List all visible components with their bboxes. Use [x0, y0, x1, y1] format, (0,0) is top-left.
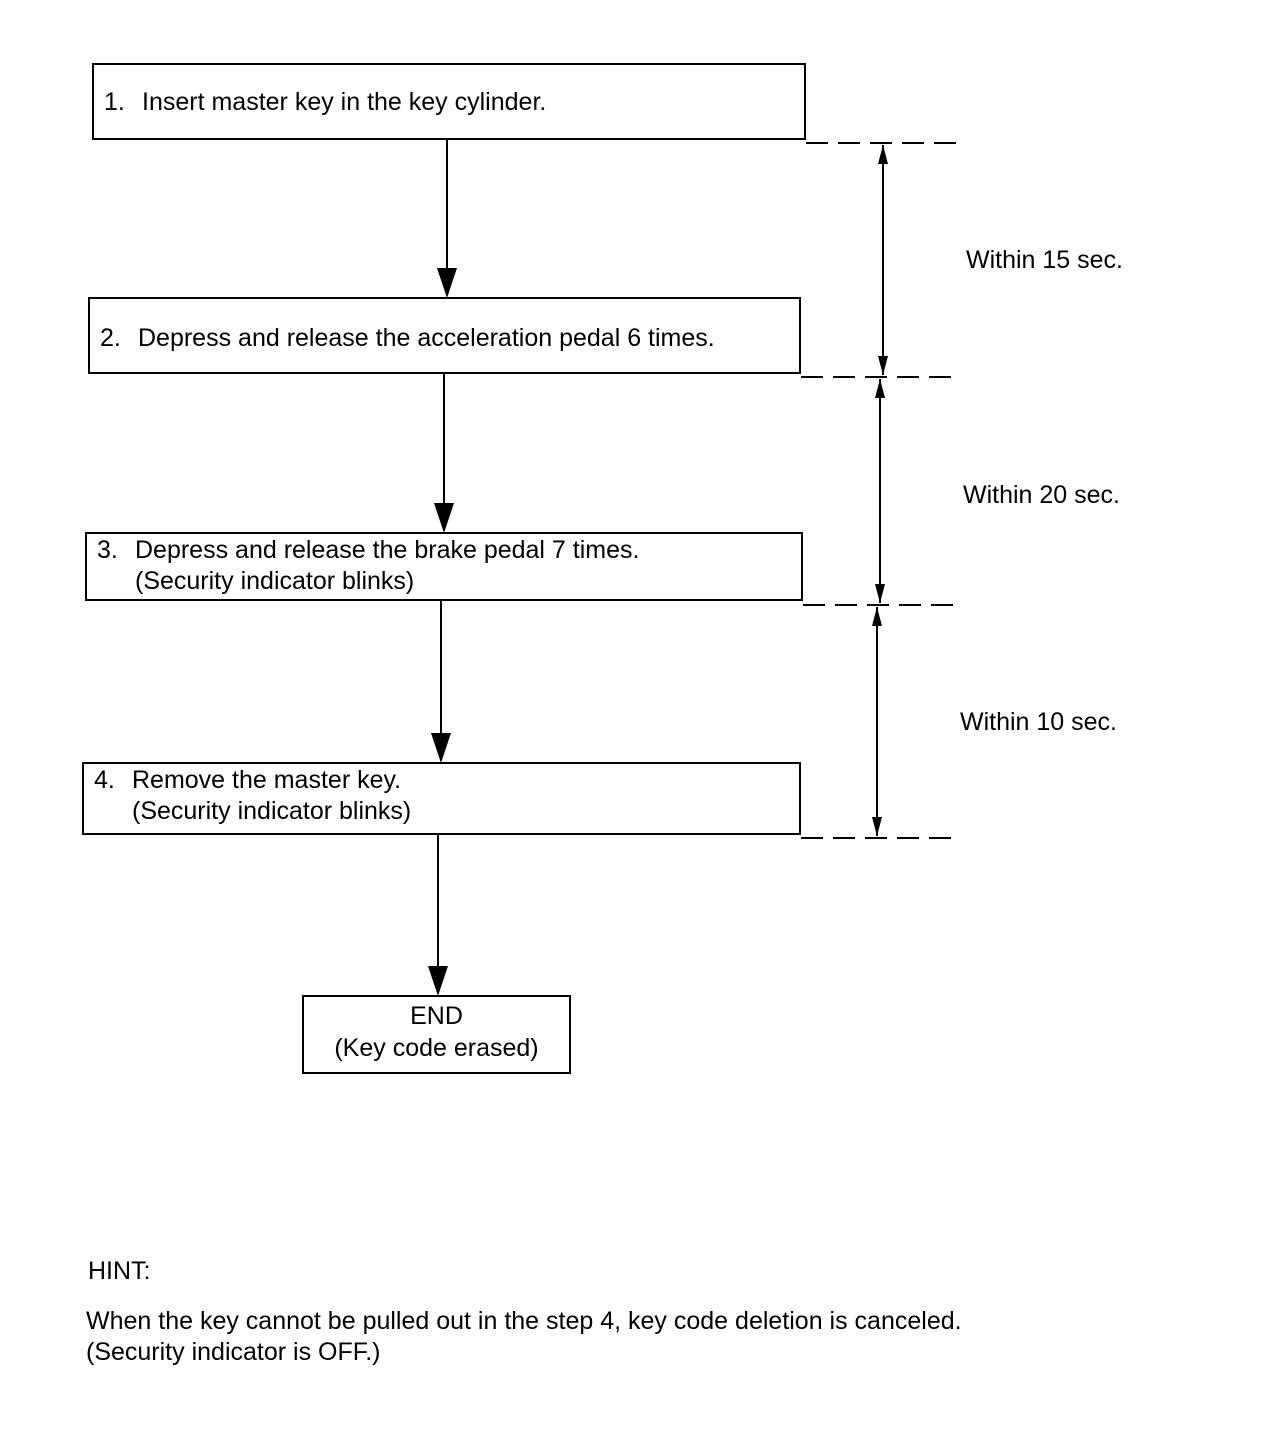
timing-arrow-1-up [878, 145, 888, 164]
step-4-box: 4. Remove the master key. (Security indi… [82, 762, 801, 835]
step-2-number: 2. [100, 324, 121, 352]
timing-arrow-2-down [875, 584, 885, 603]
flow-arrowhead-2 [434, 503, 454, 533]
step-3-number: 3. [97, 536, 118, 564]
step-4-number: 4. [94, 766, 115, 794]
step-2-box: 2. Depress and release the acceleration … [88, 297, 801, 374]
timing-arrow-3-up [872, 607, 882, 626]
step-4-note: (Security indicator blinks) [132, 797, 412, 825]
step-3-box: 3. Depress and release the brake pedal 7… [85, 532, 803, 601]
step-1-number: 1. [104, 88, 125, 116]
interval-label-3: Within 10 sec. [960, 708, 1118, 736]
hint-note: (Security indicator is OFF.) [86, 1338, 381, 1366]
flow-arrowhead-1 [437, 268, 457, 298]
flow-arrowhead-3 [431, 733, 451, 763]
step-2-text: Depress and release the acceleration ped… [138, 324, 715, 352]
step-3-note: (Security indicator blinks) [135, 567, 415, 595]
hint-title: HINT: [88, 1257, 151, 1285]
step-3-text: Depress and release the brake pedal 7 ti… [135, 536, 640, 564]
flow-arrowhead-4 [428, 966, 448, 996]
end-title: END [410, 1002, 463, 1030]
interval-label-1: Within 15 sec. [966, 246, 1124, 274]
timing-arrow-3-down [872, 817, 882, 836]
step-1-text: Insert master key in the key cylinder. [142, 88, 547, 116]
end-note: (Key code erased) [334, 1034, 539, 1062]
hint-text: When the key cannot be pulled out in the… [86, 1307, 962, 1335]
timing-arrow-1-down [878, 356, 888, 375]
step-1-box: 1. Insert master key in the key cylinder… [92, 63, 806, 140]
timing-arrow-2-up [875, 379, 885, 398]
interval-label-2: Within 20 sec. [963, 481, 1121, 509]
end-box: END (Key code erased) [302, 995, 571, 1074]
step-4-text: Remove the master key. [132, 766, 402, 794]
